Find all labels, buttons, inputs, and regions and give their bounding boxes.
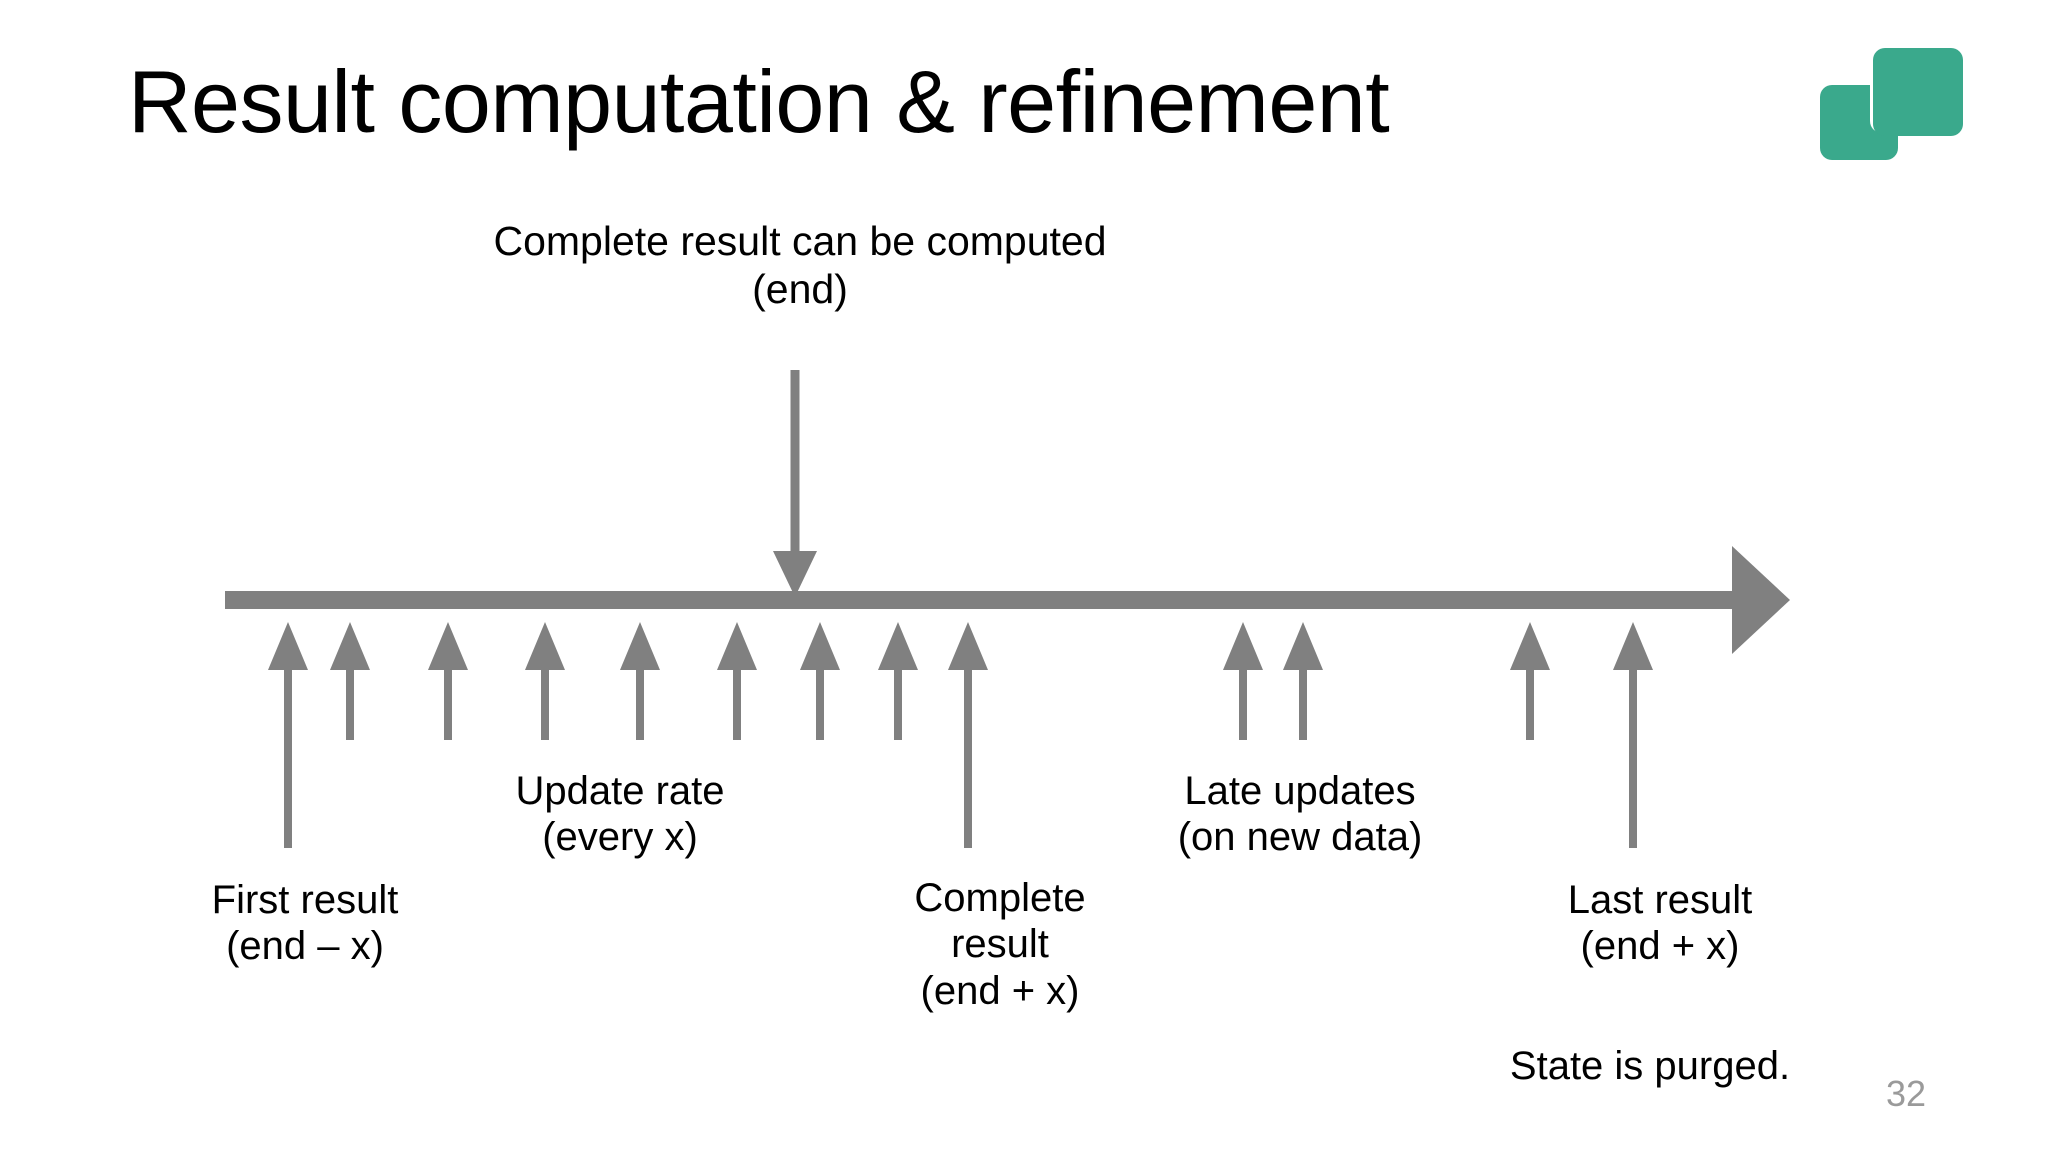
up-arrow-stem <box>816 666 824 740</box>
up-arrow-head <box>428 622 468 670</box>
up-arrow-markers <box>268 622 1653 848</box>
up-arrow-head <box>948 622 988 670</box>
timeline-axis <box>225 546 1790 654</box>
up-arrow-head <box>878 622 918 670</box>
timeline-arrowhead-right <box>1732 546 1790 654</box>
up-arrow-head <box>717 622 757 670</box>
up-arrow-stem <box>284 666 292 848</box>
up-arrow-last-result-b <box>1613 622 1653 848</box>
annotation-state-purged: State is purged. <box>1509 1044 1791 1088</box>
up-arrow-stem <box>346 666 354 740</box>
up-arrow-stem <box>636 666 644 740</box>
up-arrow-stem <box>1526 666 1534 740</box>
up-arrow-update-5 <box>717 622 757 740</box>
two-squares-logo <box>1820 30 1963 160</box>
up-arrow-head <box>620 622 660 670</box>
up-arrow-update-1 <box>330 622 370 740</box>
down-arrow-stem <box>790 370 800 553</box>
up-arrow-stem <box>964 666 972 848</box>
up-arrow-stem <box>894 666 902 740</box>
up-arrow-head <box>800 622 840 670</box>
up-arrow-stem <box>1239 666 1247 740</box>
page-number: 32 <box>1886 1073 1927 1114</box>
up-arrow-head <box>525 622 565 670</box>
up-arrow-head <box>1510 622 1550 670</box>
up-arrow-update-2 <box>428 622 468 740</box>
up-arrow-update-3 <box>525 622 565 740</box>
up-arrow-late-update-2 <box>1283 622 1323 740</box>
annotation-first-result: First result (end – x) <box>211 878 399 969</box>
up-arrow-complete-result <box>948 622 988 848</box>
page-title: Result computation & refinement <box>128 52 1390 151</box>
up-arrow-head <box>1613 622 1653 670</box>
down-arrow-end-marker <box>773 370 817 597</box>
logo-square-front <box>1873 48 1963 136</box>
up-arrow-update-7 <box>878 622 918 740</box>
up-arrow-stem <box>444 666 452 740</box>
up-arrow-head <box>330 622 370 670</box>
timeline-shaft <box>225 591 1732 609</box>
up-arrow-stem <box>541 666 549 740</box>
up-arrow-first-result <box>268 622 308 848</box>
up-arrow-update-4 <box>620 622 660 740</box>
annotation-last-result: Last result (end + x) <box>1567 878 1753 969</box>
up-arrow-update-6 <box>800 622 840 740</box>
annotation-complete-result-computed: Complete result can be computed (end) <box>493 218 1107 312</box>
down-arrow-head <box>773 551 817 597</box>
annotation-complete-result: Complete result (end + x) <box>914 876 1086 1013</box>
annotation-late-updates: Late updates (on new data) <box>1177 769 1423 860</box>
up-arrow-late-update-1 <box>1223 622 1263 740</box>
up-arrow-stem <box>733 666 741 740</box>
up-arrow-head <box>1283 622 1323 670</box>
up-arrow-last-result-a <box>1510 622 1550 740</box>
annotation-update-rate: Update rate (every x) <box>515 769 725 860</box>
up-arrow-stem <box>1299 666 1307 740</box>
up-arrow-head <box>1223 622 1263 670</box>
up-arrow-stem <box>1629 666 1637 848</box>
up-arrow-head <box>268 622 308 670</box>
